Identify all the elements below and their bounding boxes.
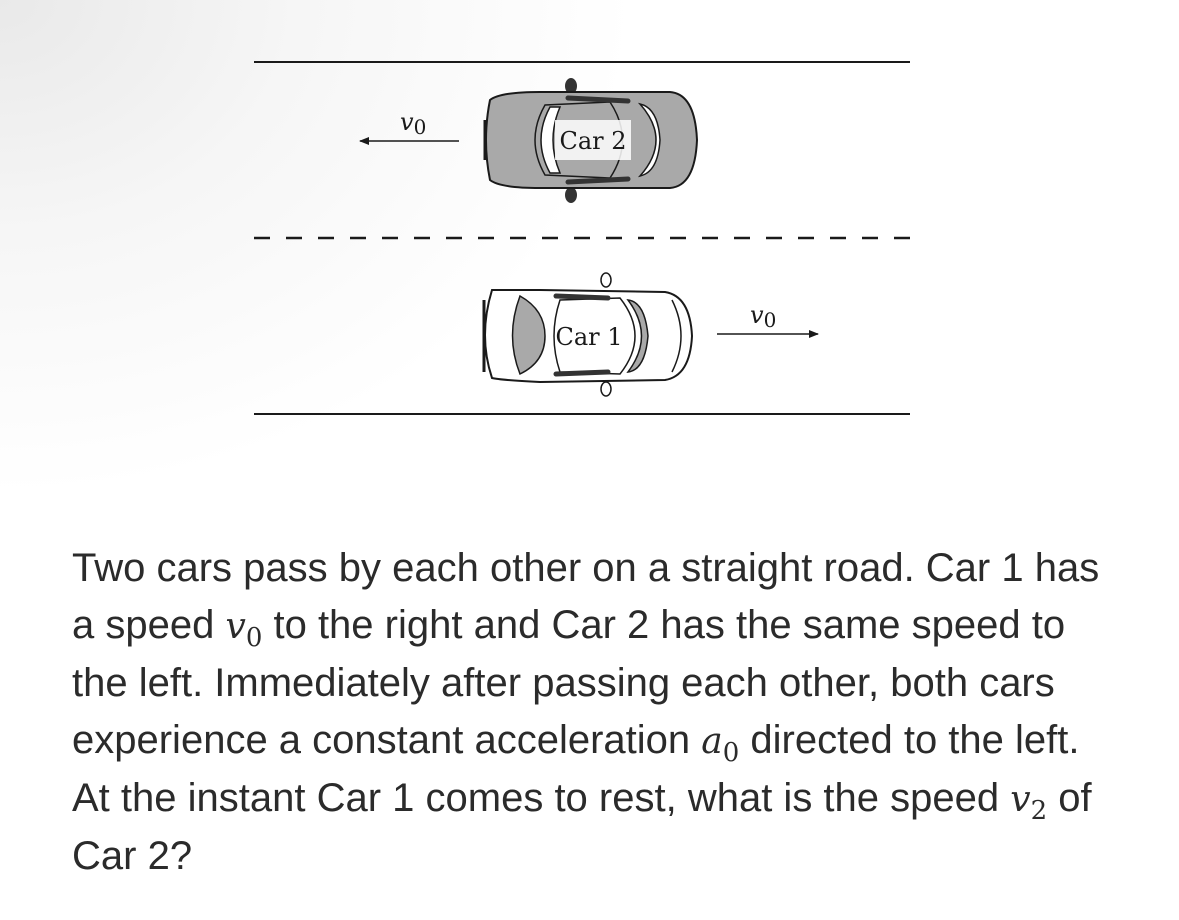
- v0-symbol: v0: [225, 606, 263, 653]
- car-2: Car 2: [483, 78, 699, 203]
- car-1-velocity-label: v0: [750, 301, 776, 332]
- car-1: Car 1: [482, 272, 694, 397]
- question-segment-4: of Car 2?: [72, 776, 1092, 878]
- question-segment-3: directed to the left. At the instant Car…: [72, 718, 1080, 820]
- car-2-velocity-label: v0: [400, 108, 426, 139]
- car-1-label: Car 1: [555, 323, 622, 351]
- two-cars-diagram: Car 2 v0 Car 1 v0: [254, 61, 910, 415]
- question-segment-2: to the right and Car 2 has the same spee…: [72, 603, 1066, 762]
- v2-symbol: v2: [1010, 779, 1048, 826]
- question-segment-1: Two cars pass by each other on a straigh…: [72, 546, 1100, 647]
- a0-symbol: a0: [701, 721, 740, 768]
- car-2-label: Car 2: [559, 127, 626, 155]
- question-text: Two cars pass by each other on a straigh…: [72, 540, 1112, 885]
